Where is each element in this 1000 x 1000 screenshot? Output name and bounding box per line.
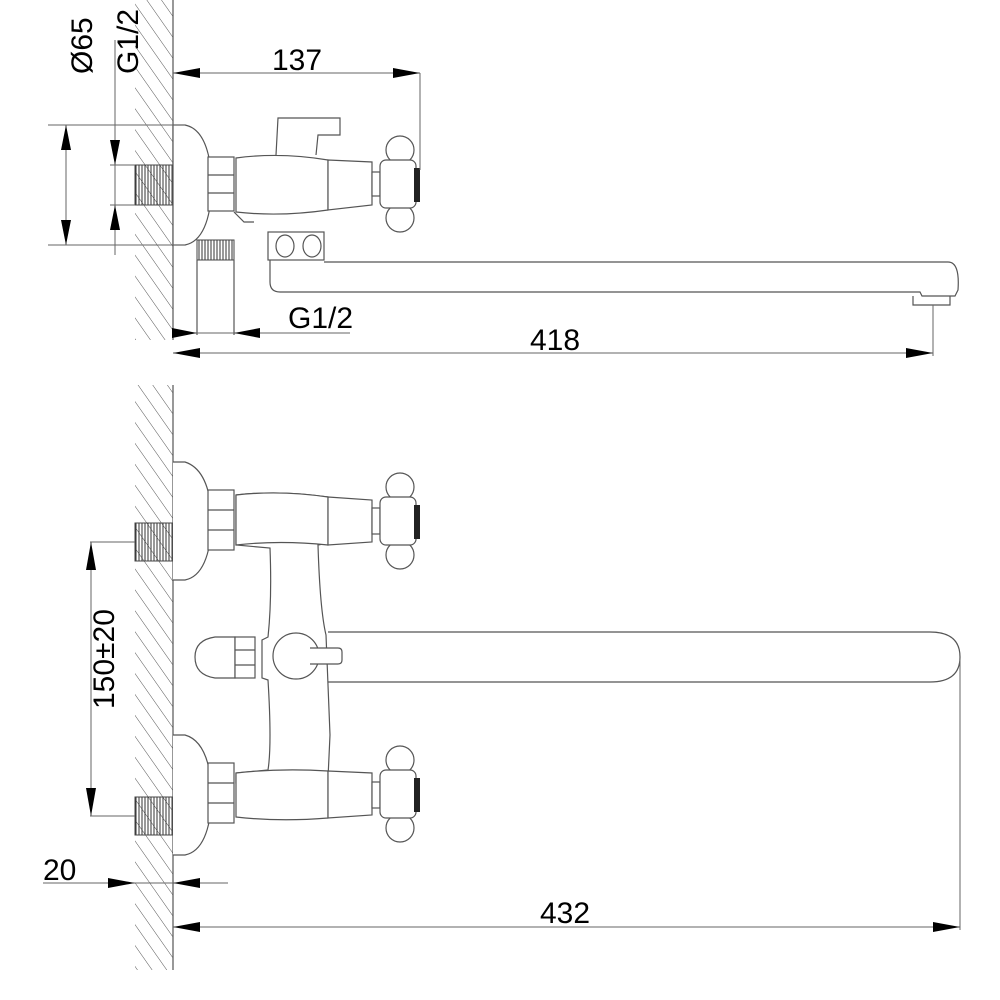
shower-outlet-thread [196, 239, 235, 261]
aerator-side [912, 296, 951, 306]
inlet-thread-cold [134, 796, 173, 836]
hex-nut-bottom [207, 762, 235, 824]
dimension-spout-reach: 418 [173, 305, 934, 358]
label-outlet-thread: G1/2 [288, 302, 353, 335]
label-inlet-spacing: 150±20 [88, 609, 121, 709]
hex-nut-side [207, 156, 235, 212]
diverter-lever-side [275, 117, 341, 156]
side-view: Ø65 G1/2 137 G1/2 [48, 0, 959, 358]
dimension-inlet-thread: G1/2 [110, 9, 145, 255]
cross-handle-bottom [379, 745, 420, 843]
valve-body-top [235, 492, 329, 546]
shower-outlet-front [194, 636, 236, 679]
label-flange-diameter: Ø65 [66, 17, 99, 74]
dimension-spout-length: 432 [173, 660, 961, 932]
cross-handle-top [379, 472, 420, 570]
valve-bonnet-bottom [327, 770, 373, 819]
cross-handle-side [379, 135, 420, 233]
shower-outlet-nut [234, 636, 256, 679]
inlet-thread-hot [134, 522, 173, 562]
label-wall-offset: 20 [43, 854, 76, 887]
dimension-flange-diameter: Ø65 [48, 17, 185, 246]
label-spout-reach: 418 [530, 324, 580, 357]
diverter-block-side [267, 231, 325, 261]
wall-section-bottom [135, 385, 174, 970]
dimension-wall-offset: 20 [43, 854, 228, 888]
spout-side [269, 260, 959, 297]
diverter-lever-front [310, 647, 343, 665]
spout-front [328, 631, 961, 683]
label-handle-depth: 137 [272, 44, 322, 77]
inlet-thread-side [134, 164, 173, 206]
front-view: 150±20 20 432 [43, 385, 961, 970]
wall-flange-side [172, 124, 213, 246]
valve-bonnet-side [327, 159, 373, 211]
valve-body-bottom [235, 769, 329, 821]
dimension-outlet-thread: G1/2 [172, 302, 353, 338]
dimension-inlet-spacing: 150±20 [86, 541, 135, 817]
valve-body-side [235, 154, 329, 215]
wall-flange-bottom [173, 734, 213, 856]
wall-flange-top [173, 461, 213, 581]
valve-bonnet-top [327, 496, 373, 546]
dimension-handle-depth: 137 [173, 44, 421, 170]
hex-nut-top [207, 489, 235, 551]
label-inlet-thread: G1/2 [112, 9, 145, 74]
label-spout-length: 432 [540, 897, 590, 930]
